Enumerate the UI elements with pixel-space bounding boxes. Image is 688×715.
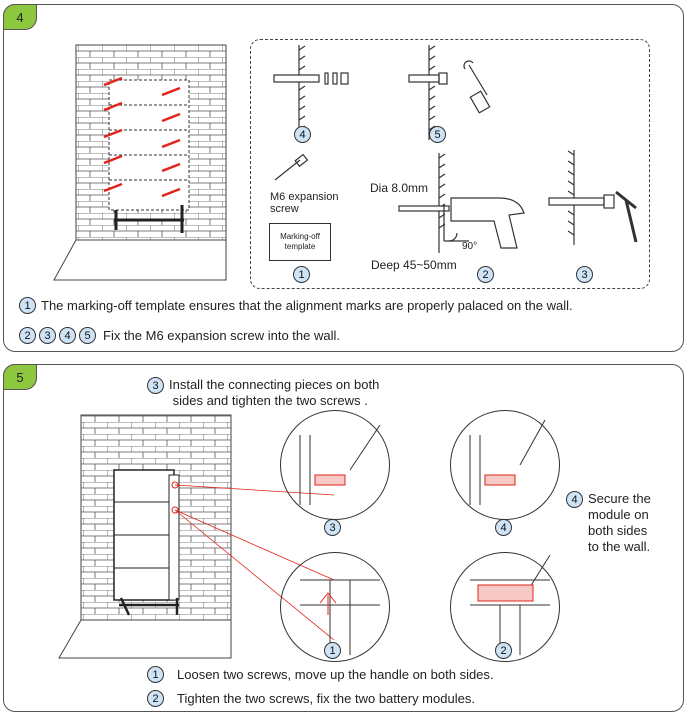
- brick-wall-template-illustration: [53, 44, 227, 281]
- expansion-screw-label: M6 expansion screw: [270, 191, 339, 215]
- note2-num-3: 3: [39, 327, 56, 344]
- instr3-num: 3: [147, 377, 164, 394]
- step4-panel: 4: [3, 4, 684, 352]
- deep-label: Deep 45~50mm: [371, 258, 457, 272]
- note2-num-5: 5: [79, 327, 96, 344]
- note1-text: The marking-off template ensures that th…: [41, 298, 573, 313]
- marking-off-template-box: Marking-off template: [269, 223, 331, 261]
- detail-num-1: 1: [293, 266, 310, 283]
- angle-label: 90°: [462, 241, 478, 252]
- note2-text: Fix the M6 expansion screw into the wall…: [103, 328, 340, 343]
- note2-num-2: 2: [19, 327, 36, 344]
- instr4: 4 Secure the module on both sides to the…: [566, 491, 651, 555]
- instr4-text: Secure the module on both sides to the w…: [588, 491, 651, 554]
- circle-num-4: 4: [495, 519, 512, 536]
- detail-num-3: 3: [576, 266, 593, 283]
- note2-num-4: 4: [59, 327, 76, 344]
- step5-panel: 5 3 Install the connecting pieces on bot…: [3, 364, 684, 712]
- instr3-text: Install the connecting pieces on both si…: [169, 377, 380, 408]
- detail-num-5: 5: [429, 126, 446, 143]
- template-label: Marking-off template: [280, 232, 320, 251]
- circle-num-1: 1: [324, 642, 341, 659]
- instr3: 3 Install the connecting pieces on both …: [147, 377, 379, 409]
- detail-drawings: [299, 419, 551, 655]
- step4-tab: 4: [3, 4, 37, 30]
- step5-note1-text: Loosen two screws, move up the handle on…: [177, 667, 494, 682]
- step5-note1: 1 Loosen two screws, move up the handle …: [147, 666, 494, 683]
- step5-note2: 2 Tighten the two screws, fix the two ba…: [147, 690, 475, 707]
- note1-num: 1: [19, 297, 36, 314]
- battery-wall-illustration: [58, 414, 335, 659]
- detail-num-4: 4: [294, 126, 311, 143]
- instr4-num: 4: [566, 491, 583, 508]
- detail-num-2: 2: [477, 266, 494, 283]
- screw-insert-illustration: [273, 45, 491, 140]
- expansion-screw-icon: [274, 153, 309, 181]
- detail-circle-1: [280, 552, 390, 662]
- drill-illustration: [398, 153, 525, 253]
- step5-note1-num: 1: [147, 666, 164, 683]
- dia-label: Dia 8.0mm: [370, 181, 429, 195]
- step5-note2-text: Tighten the two screws, fix the two batt…: [177, 691, 475, 706]
- step5-note2-num: 2: [147, 690, 164, 707]
- step4-note1: 1 The marking-off template ensures that …: [19, 297, 573, 314]
- step5-tab: 5: [3, 364, 37, 390]
- detail-frame: [250, 39, 650, 289]
- detail-circle-2: [450, 552, 560, 662]
- circle-num-2: 2: [495, 642, 512, 659]
- hammer-illustration: [548, 150, 638, 245]
- step4-note2: 2 3 4 5 Fix the M6 expansion screw into …: [19, 327, 340, 344]
- circle-num-3: 3: [324, 519, 341, 536]
